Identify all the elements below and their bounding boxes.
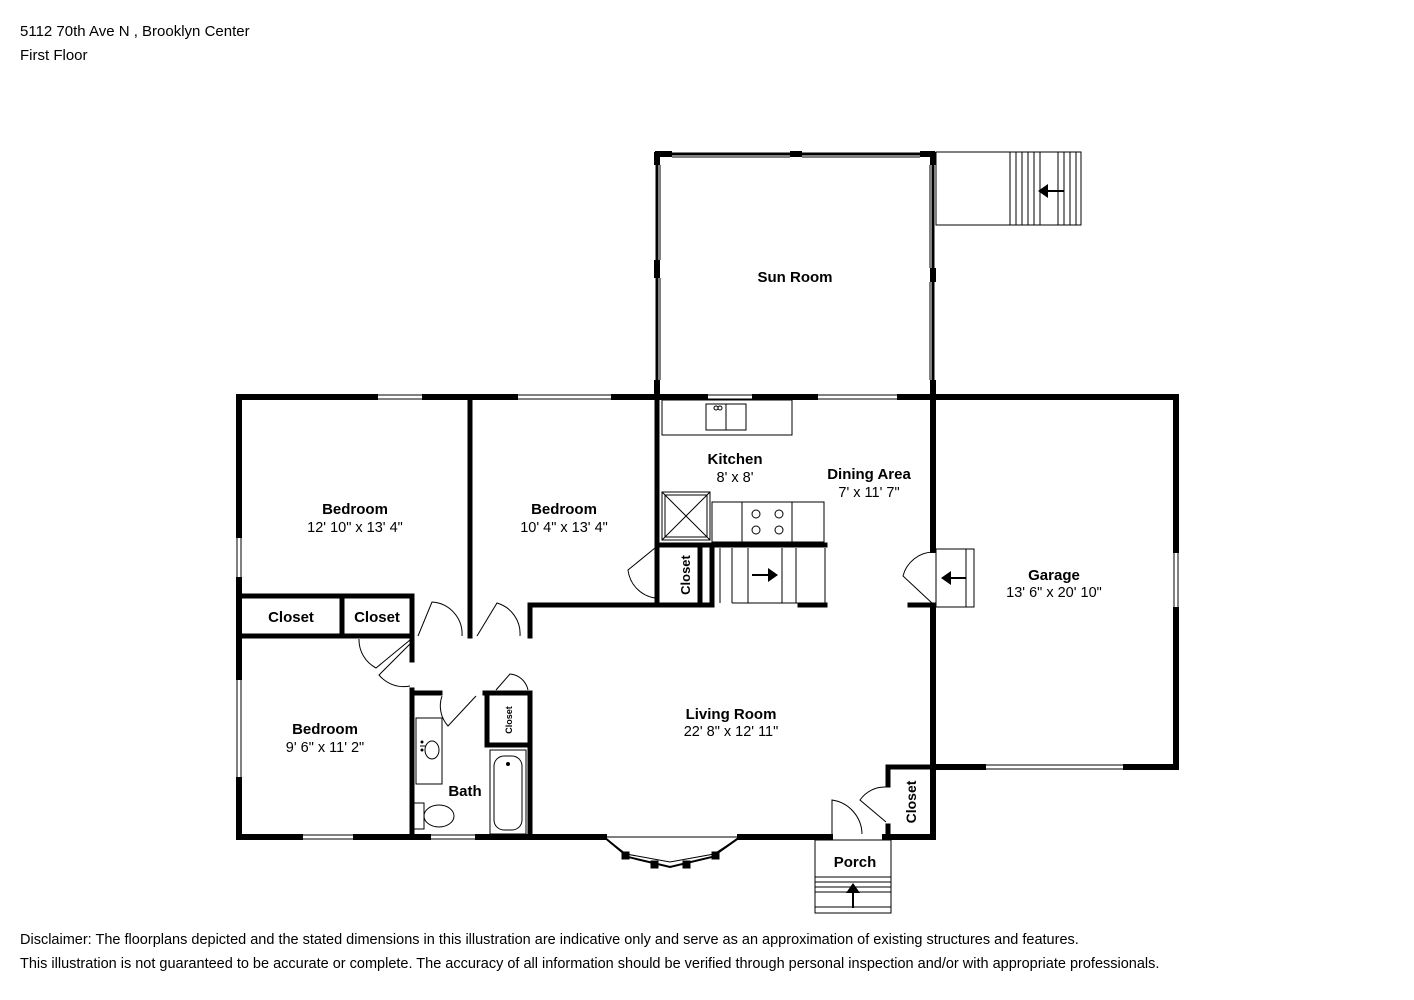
- bedroom-2-label: Bedroom: [531, 501, 597, 518]
- floor-label: First Floor: [20, 47, 88, 64]
- deck-stairs: [935, 151, 1082, 226]
- bedroom-2-dims: 10' 4" x 13' 4": [520, 520, 608, 536]
- dining-area-label: Dining Area: [827, 466, 911, 483]
- disclaimer-line-2: This illustration is not guaranteed to b…: [20, 956, 1160, 972]
- garage-label: Garage: [1028, 567, 1080, 584]
- refrigerator-icon: [661, 491, 711, 541]
- closet-2-label: Closet: [354, 609, 400, 626]
- sun-room-label: Sun Room: [758, 269, 833, 286]
- dining-area-dims: 7' x 11' 7": [838, 485, 899, 501]
- bath-closet-label: Closet: [504, 706, 514, 734]
- living-room-label: Living Room: [686, 706, 777, 723]
- toilet-icon: [413, 802, 455, 830]
- porch-label: Porch: [834, 854, 877, 871]
- bedroom-3-dims: 9' 6" x 11' 2": [286, 740, 364, 756]
- bay-window: [603, 836, 741, 869]
- entry-closet-label: Closet: [903, 780, 919, 823]
- door-swings: [358, 547, 887, 835]
- closet-1-label: Closet: [268, 609, 314, 626]
- arrow-left-icon: [941, 571, 966, 585]
- kitchen-dims: 8' x 8': [717, 470, 754, 486]
- interior-walls: [236, 394, 936, 840]
- bath-label: Bath: [448, 783, 481, 800]
- interior-stairs: [719, 548, 826, 604]
- exterior-windows: [236, 394, 900, 840]
- garage-walls: [930, 394, 1179, 770]
- bedroom-1-label: Bedroom: [322, 501, 388, 518]
- bedroom-3-label: Bedroom: [292, 721, 358, 738]
- disclaimer-line-1: Disclaimer: The floorplans depicted and …: [20, 932, 1079, 948]
- arrow-up-icon: [846, 883, 860, 908]
- arrow-left-icon: [1038, 184, 1064, 198]
- sun-room-walls: [654, 151, 936, 396]
- kitchen-label: Kitchen: [707, 451, 762, 468]
- exterior-walls: [236, 394, 936, 840]
- address-title: 5112 70th Ave N , Brooklyn Center: [20, 23, 250, 40]
- stove-icon: [711, 501, 825, 543]
- door-swing: [902, 551, 934, 605]
- bedroom-1-dims: 12' 10" x 13' 4": [307, 520, 403, 536]
- faucet-icon: [420, 740, 424, 752]
- living-room-dims: 22' 8" x 12' 11": [684, 724, 779, 740]
- garage-openings: [983, 550, 1179, 770]
- kitchen-counter: [661, 399, 793, 436]
- arrow-right-icon: [752, 568, 778, 582]
- bath-vanity: [415, 717, 443, 785]
- garage-dims: 13' 6" x 20' 10": [1006, 585, 1102, 601]
- bathtub-icon: [489, 749, 527, 835]
- kitchen-closet-label: Closet: [678, 554, 693, 594]
